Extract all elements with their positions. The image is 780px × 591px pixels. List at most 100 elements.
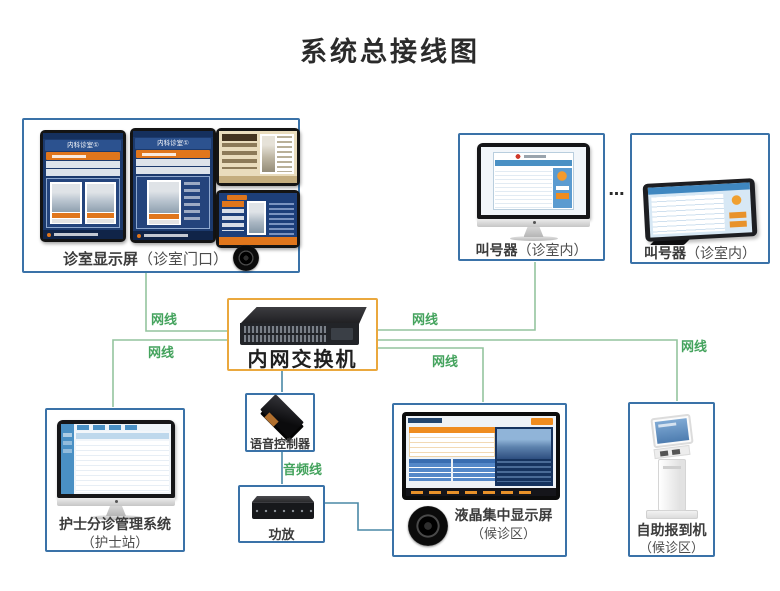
landscape-display-2-screen	[219, 193, 297, 245]
lcd-display-label-suffix: （候诊区）	[470, 527, 536, 542]
cable-switch-to-caller-monitor	[377, 262, 536, 331]
queue-list	[222, 201, 244, 235]
queue-rows	[222, 209, 244, 231]
node-nurse-station: 护士分诊管理系统 （护士站）	[45, 408, 185, 552]
screen-footer	[133, 231, 213, 240]
doctor-card	[259, 134, 294, 174]
caller-tablet-label-main: 叫号器	[644, 246, 686, 262]
screen-footer	[219, 237, 297, 245]
ethernet-label-5: 网线	[432, 355, 459, 370]
doctor-card	[84, 182, 116, 224]
caller-software-screen	[481, 147, 586, 215]
queue-list	[222, 134, 257, 174]
caller-monitor-device	[477, 143, 590, 241]
sub-table	[409, 459, 451, 481]
nurse-station-label-main: 护士分诊管理系统	[59, 517, 171, 533]
device-top-face	[252, 496, 314, 502]
screen-topbar	[43, 133, 123, 139]
monitor-bezel	[57, 420, 175, 498]
doctor-card	[146, 180, 181, 225]
app-patient-table	[495, 168, 552, 208]
app-call-buttons	[725, 191, 751, 231]
sub-tables	[409, 459, 495, 481]
node-kiosk: 自助报到机 （候诊区）	[628, 402, 715, 557]
waiting-area-screen	[406, 416, 556, 496]
amplifier-label-main: 功放	[268, 528, 295, 543]
monitor-bezel	[477, 143, 590, 219]
voice-controller-label: 语音控制器	[247, 435, 313, 452]
switch-front-face	[240, 323, 359, 345]
doctor-intro-text	[183, 182, 200, 223]
doctor-photo	[148, 182, 179, 213]
amplifier-label: 功放	[240, 524, 323, 543]
node-room-display: 内科诊室① 内科诊室①	[22, 118, 300, 273]
lcd-display-sublabel: （候诊区）	[442, 523, 565, 542]
lcd-tv-device	[402, 412, 560, 500]
ethernet-label-1: 网线	[151, 313, 178, 328]
nurse-station-label-suffix: （护士站）	[81, 535, 149, 551]
screen-topbar	[133, 131, 213, 137]
node-switch: 内网交换机	[227, 298, 378, 371]
screen-info-rows	[136, 159, 210, 174]
caller-tablet-device	[642, 178, 758, 247]
screen-calling-row	[46, 152, 120, 160]
switch-ports-row1	[244, 326, 326, 333]
queue-table-rows	[409, 433, 495, 457]
nurse-station-device	[57, 420, 175, 520]
media-image	[497, 429, 551, 460]
room-display-label: 诊室显示屏（诊室门口）	[24, 245, 298, 271]
node-voice-controller: 语音控制器	[245, 393, 315, 452]
kiosk-base	[646, 510, 698, 519]
app-call-buttons	[553, 168, 572, 208]
screen-footer	[43, 230, 123, 239]
monitor-stand	[106, 506, 126, 516]
voice-controller-label-main: 语音控制器	[249, 437, 310, 451]
cable-switch-to-kiosk	[377, 339, 678, 401]
screen-info-rows	[46, 161, 120, 176]
speaker-icon	[408, 506, 448, 546]
app-tabs	[74, 424, 171, 431]
caller-monitor-label-suffix: （诊室内）	[517, 243, 588, 259]
kiosk-screen-content	[654, 418, 690, 444]
node-amplifier: 功放	[238, 485, 325, 543]
doctor-photo	[52, 184, 80, 212]
doctor-photo	[261, 136, 276, 172]
network-switch-device	[240, 307, 368, 347]
lcd-display-label-main: 液晶集中显示屏	[454, 508, 553, 524]
room-display-label-suffix: （诊室门口）	[138, 249, 229, 268]
node-caller-monitor: 叫号器（诊室内）	[458, 133, 605, 261]
doctor-photo-area	[136, 176, 210, 229]
doctor-photo-area	[46, 178, 120, 228]
doctor-intro-text	[277, 136, 292, 172]
screen-room-title	[222, 134, 257, 141]
kiosk-body	[658, 459, 686, 511]
diagram-title: 系统总接线图	[300, 37, 480, 68]
speaker-icon	[233, 245, 260, 271]
app-logo-bar	[494, 153, 573, 160]
calling-row	[222, 201, 244, 207]
app-patient-table	[76, 441, 169, 492]
caller-tablet-label-suffix: （诊室内）	[686, 246, 756, 262]
switch-uplink-slot	[331, 328, 353, 340]
room-display-label-main: 诊室显示屏	[62, 249, 138, 268]
lcd-display-label: 液晶集中显示屏	[442, 505, 565, 525]
app-patient-table	[651, 193, 726, 235]
monitor-base	[90, 515, 142, 520]
switch-label-main: 内网交换机	[247, 347, 358, 371]
ethernet-label-3: 网线	[412, 313, 439, 328]
kiosk-label-main: 自助报到机	[636, 523, 707, 539]
sub-table	[453, 459, 495, 481]
kiosk-screen	[650, 413, 694, 449]
kiosk-label: 自助报到机	[630, 520, 713, 540]
tablet-bezel	[642, 178, 758, 242]
app-sidebar	[61, 424, 74, 494]
landscape-display-1	[216, 128, 300, 186]
queue-table-header	[409, 427, 495, 433]
device-front-knobs	[252, 502, 314, 519]
doctor-intro-text	[269, 203, 294, 235]
ethernet-label-4: 网线	[681, 340, 708, 355]
ethernet-label-2: 网线	[148, 346, 175, 361]
node-caller-tablet: 叫号器（诊室内）	[630, 133, 770, 264]
nurse-station-label: 护士分诊管理系统	[47, 514, 183, 534]
doctor-photo	[86, 184, 114, 212]
